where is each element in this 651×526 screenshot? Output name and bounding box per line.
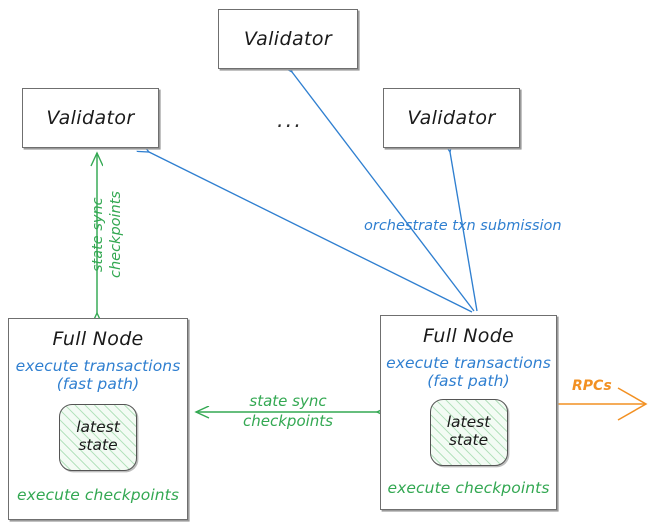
full-node-right-title: Full Node	[422, 325, 515, 347]
edge-label-vertical-state-sync: state sync	[90, 197, 106, 272]
full-node-left-execute-checkpoints: execute checkpoints	[16, 485, 180, 504]
full-node-right-latest-state-line2: state	[448, 431, 489, 450]
full-node-right-execute-checkpoints: execute checkpoints	[387, 478, 550, 497]
validator-top-label: Validator	[243, 28, 333, 50]
full-node-left-fastpath: execute transactions (fast path)	[16, 357, 181, 394]
validator-left-box[interactable]: Validator	[22, 88, 159, 148]
full-node-right-box[interactable]: Full Node execute transactions (fast pat…	[380, 315, 557, 510]
edge-label-orchestrate-txn-submission: orchestrate txn submission	[364, 218, 562, 234]
edge-label-rpcs: RPCs	[572, 378, 612, 394]
full-node-right-fastpath: execute transactions (fast path)	[386, 354, 551, 391]
edge-label-vertical-checkpoints: checkpoints	[108, 191, 124, 278]
validator-top-box[interactable]: Validator	[218, 9, 358, 69]
full-node-right-latest-state-box[interactable]: latest state	[429, 398, 508, 466]
full-node-left-box[interactable]: Full Node execute transactions (fast pat…	[8, 318, 188, 520]
full-node-left-fastpath-line1: execute transactions	[15, 357, 181, 375]
validator-left-label: Validator	[46, 107, 135, 129]
validators-ellipsis: ...	[277, 108, 304, 132]
edge-label-center-state-sync: state sync	[249, 392, 327, 410]
full-node-right-fastpath-line2: (fast path)	[427, 372, 510, 391]
full-node-left-latest-state-line1: latest	[76, 418, 120, 437]
validator-right-label: Validator	[407, 107, 496, 129]
full-node-left-fastpath-line2: (fast path)	[56, 375, 140, 394]
full-node-left-latest-state-line2: state	[78, 436, 118, 455]
full-node-left-latest-state-box[interactable]: latest state	[59, 403, 137, 471]
full-node-left-title: Full Node	[52, 328, 144, 350]
full-node-right-fastpath-line1: execute transactions	[386, 354, 551, 372]
full-node-right-latest-state-line1: latest	[446, 413, 491, 432]
validator-right-box[interactable]: Validator	[383, 88, 520, 148]
edge-label-center-checkpoints: checkpoints	[243, 412, 333, 430]
